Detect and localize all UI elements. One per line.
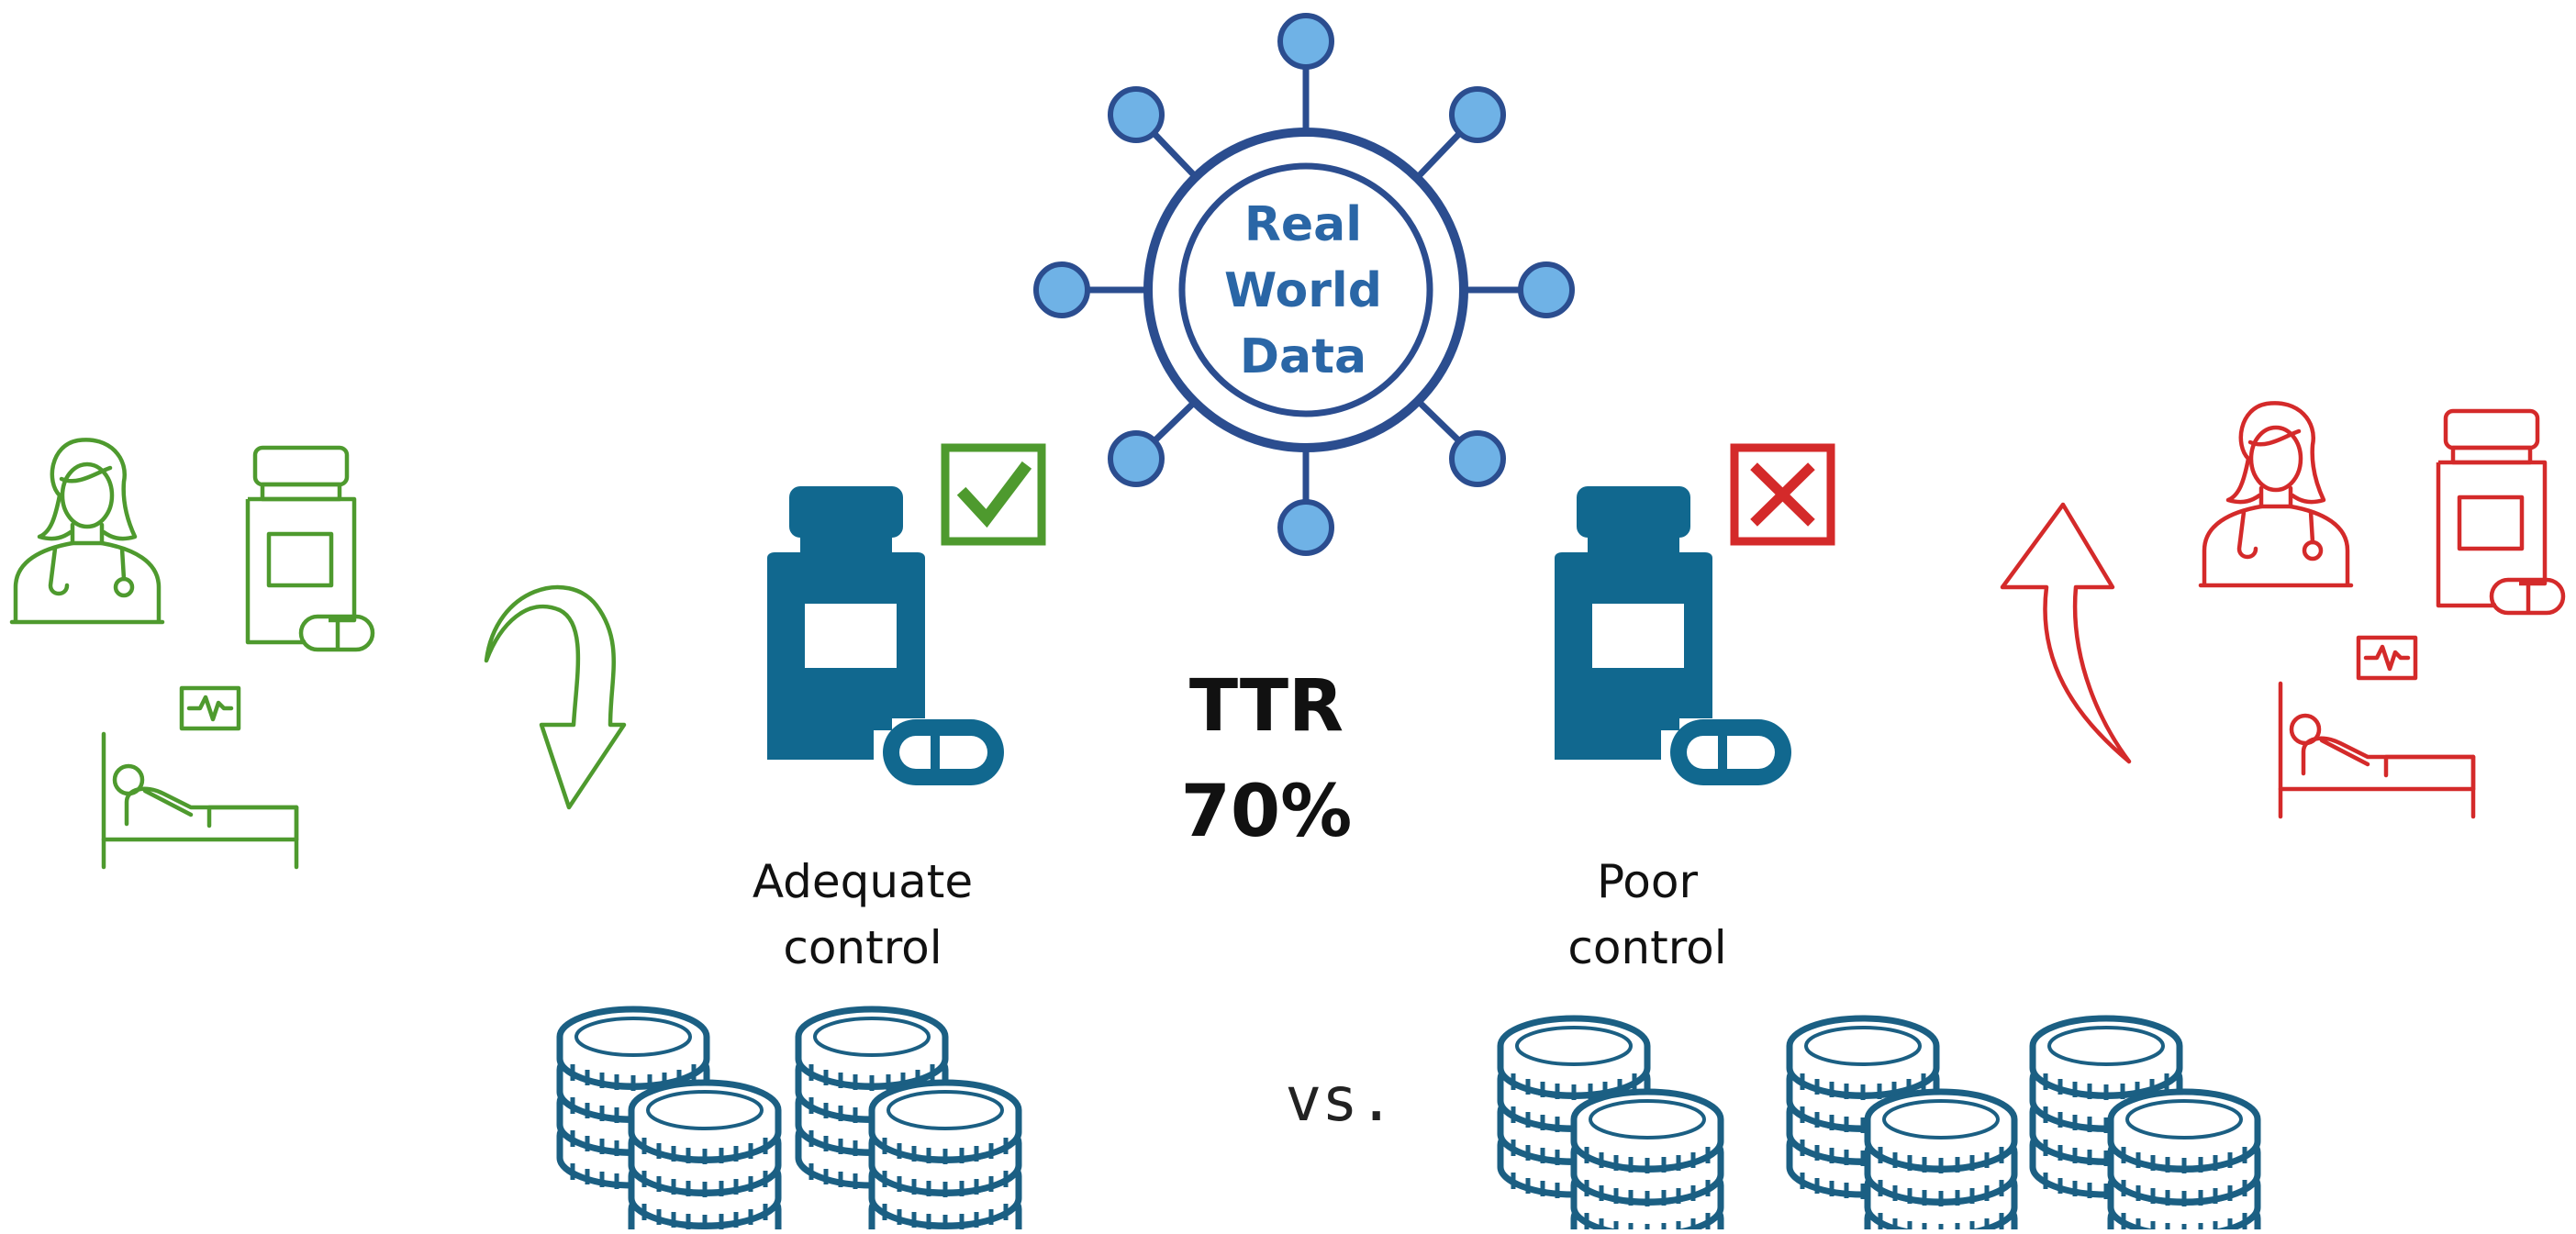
real-world-data-hub-icon (1033, 13, 1575, 556)
hospital-bed-red-icon (2280, 638, 2473, 817)
coins-poor-icon (1500, 1018, 2258, 1229)
hub-label-line-3: Data (1239, 329, 1367, 384)
green-care-group (12, 439, 373, 867)
curved-up-arrow-red-icon (2000, 502, 2132, 764)
adequate-control-label: Adequate control (752, 855, 974, 974)
doctor-red-icon (2201, 403, 2351, 585)
medicine-bottle-red-icon (2438, 411, 2563, 613)
cross-icon (1730, 443, 1835, 546)
medicine-bottle-green-icon (248, 448, 373, 650)
poor-control-label: Poor control (1567, 855, 1727, 974)
hospital-bed-green-icon (104, 688, 296, 867)
hub-label-line-1: Real (1243, 197, 1363, 252)
coins-adequate-icon (560, 1009, 1019, 1229)
doctor-green-icon (12, 439, 162, 622)
ttr-title: TTR (1188, 665, 1344, 748)
hub-label-line-2: World (1224, 263, 1382, 318)
check-icon (941, 443, 1046, 546)
curved-down-arrow-green-icon (484, 584, 627, 810)
ttr-threshold-value: 70% (1180, 771, 1353, 853)
versus-label: vs. (1285, 1064, 1395, 1135)
red-care-group (2201, 403, 2563, 817)
